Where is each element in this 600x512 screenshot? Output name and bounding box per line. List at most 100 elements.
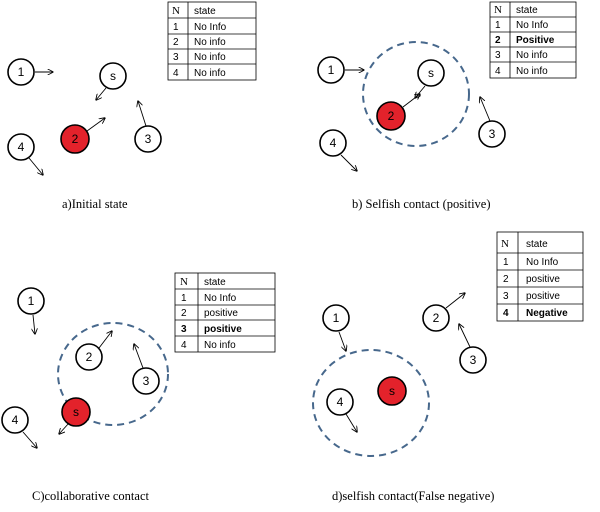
svg-text:1: 1 bbox=[18, 65, 25, 79]
motion-arrow bbox=[98, 331, 112, 349]
svg-text:3: 3 bbox=[143, 374, 150, 388]
table-a-row2-state: No info bbox=[194, 37, 226, 48]
svg-text:1: 1 bbox=[333, 311, 340, 325]
node-1-c: 1 bbox=[17, 287, 45, 315]
motion-arrow bbox=[59, 422, 70, 434]
node-4-d: 4 bbox=[326, 388, 354, 416]
svg-text:s: s bbox=[73, 405, 79, 419]
table-c-row3-state: positive bbox=[204, 324, 242, 335]
svg-text:4: 4 bbox=[337, 395, 344, 409]
table-b-row1-n: 1 bbox=[495, 20, 501, 31]
table-a-row4-state: No info bbox=[194, 68, 226, 79]
svg-text:s: s bbox=[110, 69, 116, 83]
motion-arrow bbox=[345, 413, 357, 432]
motion-arrow bbox=[338, 331, 346, 351]
motion-arrow bbox=[445, 293, 465, 309]
svg-text:s: s bbox=[389, 384, 395, 398]
table-c-header-state: state bbox=[204, 277, 226, 288]
table-b-header-state: state bbox=[516, 5, 538, 16]
table-d-row4-state: Negative bbox=[526, 308, 568, 319]
state-table-c: N state 1 No Info 2 positive 3 positive … bbox=[174, 272, 276, 353]
caption-a: a)Initial state bbox=[62, 197, 128, 211]
svg-text:2: 2 bbox=[433, 311, 440, 325]
svg-text:4: 4 bbox=[18, 140, 25, 154]
node-3-d: 3 bbox=[459, 346, 487, 374]
motion-arrow bbox=[33, 314, 35, 334]
caption-b: b) Selfish contact (positive) bbox=[352, 197, 491, 211]
motion-arrow bbox=[96, 87, 107, 100]
svg-text:2: 2 bbox=[72, 132, 79, 146]
table-c-row2-n: 2 bbox=[181, 308, 187, 319]
svg-text:2: 2 bbox=[388, 109, 395, 123]
table-a-row3-state: No info bbox=[194, 52, 226, 63]
table-d-row4-n: 4 bbox=[503, 308, 509, 319]
svg-text:3: 3 bbox=[145, 132, 152, 146]
motion-arrow bbox=[459, 324, 471, 348]
svg-text:1: 1 bbox=[328, 63, 335, 77]
caption-c: C)collaborative contact bbox=[32, 489, 149, 503]
table-c-row3-n: 3 bbox=[181, 324, 187, 335]
node-1-a: 1 bbox=[7, 58, 35, 86]
node-3-a: 3 bbox=[134, 125, 162, 153]
node-3-c: 3 bbox=[132, 367, 160, 395]
svg-text:3: 3 bbox=[489, 127, 496, 141]
svg-text:4: 4 bbox=[12, 413, 19, 427]
table-a-row2-n: 2 bbox=[173, 37, 179, 48]
table-c-header-n: N bbox=[180, 276, 188, 288]
node-1-b: 1 bbox=[317, 56, 345, 84]
caption-d: d)selfish contact(False negative) bbox=[332, 489, 494, 503]
node-1-d: 1 bbox=[322, 304, 350, 332]
table-a-row1-state: No Info bbox=[194, 22, 227, 33]
node-2-d: 2 bbox=[422, 304, 450, 332]
table-d-row1-n: 1 bbox=[503, 257, 509, 268]
node-2-a-selfish: 2 bbox=[60, 124, 90, 154]
node-4-b: 4 bbox=[319, 129, 347, 157]
state-table-a: N state 1 No Info 2 No info 3 No info 4 … bbox=[167, 1, 257, 81]
table-d-row2-n: 2 bbox=[503, 274, 509, 285]
node-2-c: 2 bbox=[75, 343, 103, 371]
motion-arrow bbox=[138, 101, 147, 127]
table-c-row1-n: 1 bbox=[181, 293, 187, 304]
contact-range-circle-d bbox=[312, 349, 430, 457]
node-3-b: 3 bbox=[478, 120, 506, 148]
table-d-row3-state: positive bbox=[526, 291, 560, 302]
table-a-row3-n: 3 bbox=[173, 52, 179, 63]
table-c-row1-state: No Info bbox=[204, 293, 237, 304]
table-b-row2-n: 2 bbox=[495, 35, 501, 46]
svg-text:3: 3 bbox=[470, 353, 477, 367]
table-a-row1-n: 1 bbox=[173, 22, 179, 33]
node-s-a: s bbox=[99, 62, 127, 90]
table-b-header-n: N bbox=[494, 4, 502, 16]
motion-arrow bbox=[28, 157, 43, 175]
svg-text:4: 4 bbox=[330, 136, 337, 150]
table-d-row1-state: No Info bbox=[526, 257, 559, 268]
table-a-header-n: N bbox=[172, 5, 180, 17]
table-d-row2-state: positive bbox=[526, 274, 560, 285]
contact-range-circle-b bbox=[362, 41, 470, 147]
motion-arrow bbox=[402, 94, 420, 108]
table-a-header-state: state bbox=[194, 6, 216, 17]
node-4-a: 4 bbox=[7, 133, 35, 161]
motion-arrow bbox=[480, 97, 491, 122]
contact-range-circle-c bbox=[57, 322, 169, 426]
table-d-header-state: state bbox=[526, 239, 548, 250]
node-s-c-selfish: s bbox=[61, 397, 91, 427]
panel-d: N state 1 No Info 2 positive 3 positive … bbox=[312, 231, 584, 503]
table-d-header-n: N bbox=[501, 238, 509, 250]
panel-b: N state 1 No Info 2 Positive 3 No info 4… bbox=[317, 1, 577, 211]
node-s-b: s bbox=[417, 59, 445, 87]
table-b-row1-state: No Info bbox=[516, 20, 549, 31]
svg-text:s: s bbox=[428, 66, 434, 80]
svg-text:2: 2 bbox=[86, 350, 93, 364]
table-c-row2-state: positive bbox=[204, 308, 238, 319]
motion-arrow bbox=[340, 154, 357, 171]
state-table-b: N state 1 No Info 2 Positive 3 No info 4… bbox=[489, 1, 577, 79]
table-a-row4-n: 4 bbox=[173, 68, 179, 79]
table-b-row4-n: 4 bbox=[495, 66, 501, 77]
table-b-row2-state: Positive bbox=[516, 35, 555, 46]
node-s-d-selfish: s bbox=[377, 376, 407, 406]
node-2-b-selfish: 2 bbox=[376, 101, 406, 131]
table-b-row4-state: No info bbox=[516, 66, 548, 77]
table-d-row3-n: 3 bbox=[503, 291, 509, 302]
table-b-row3-n: 3 bbox=[495, 50, 501, 61]
